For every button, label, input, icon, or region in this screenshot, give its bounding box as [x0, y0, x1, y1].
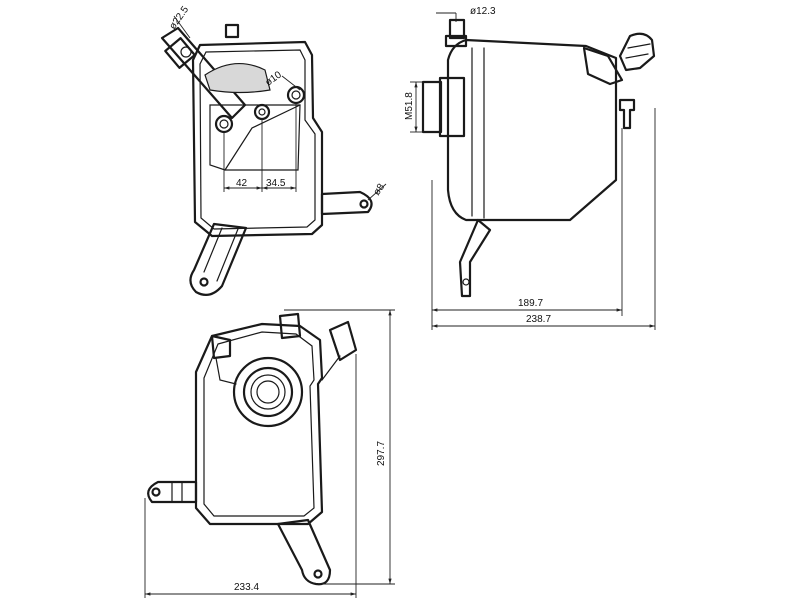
top-view-hose: [160, 26, 247, 120]
front-view-hose-fitting: [328, 320, 358, 362]
label-hose-dia: ø22.5: [167, 4, 191, 32]
label-body-depth: 189.7: [518, 298, 543, 309]
side-view-cap: [421, 80, 443, 134]
top-view-port-center: [253, 103, 271, 121]
front-view-bracket: [276, 518, 332, 586]
side-view-outlet-nozzle: [618, 98, 636, 130]
side-view-tank-body: [446, 38, 618, 222]
top-view-bracket: [189, 222, 248, 297]
label-port-dia: ø10: [263, 69, 284, 88]
top-view-cap-slot: [204, 62, 271, 94]
side-view-filler-neck: [582, 46, 624, 86]
side-view-filler-cap: [618, 32, 656, 72]
label-total-height: 297.7: [376, 441, 387, 466]
top-view-port-left: [214, 114, 234, 134]
label-total-width: 233.4: [234, 582, 259, 593]
side-view: [410, 12, 656, 330]
top-view-tank-outline: [191, 40, 324, 238]
label-offset-b: 34.5: [266, 178, 286, 189]
side-view-nipple: [448, 18, 466, 40]
label-total-depth: 238.7: [526, 314, 551, 325]
top-view-mount-ear: [320, 190, 373, 216]
label-offset-a: 42: [236, 178, 248, 189]
front-view-top-fitting: [278, 312, 302, 340]
side-view-bracket: [458, 218, 492, 298]
top-view: [160, 15, 387, 297]
front-view-mount-ear: [147, 480, 198, 504]
front-view-cap: [232, 356, 304, 428]
label-cap-thread: M51.8: [404, 92, 415, 120]
label-nipple-dia: ø12.3: [470, 6, 496, 17]
top-view-nipple: [224, 23, 240, 39]
front-view: [144, 309, 395, 598]
top-view-port-right: [286, 85, 306, 105]
